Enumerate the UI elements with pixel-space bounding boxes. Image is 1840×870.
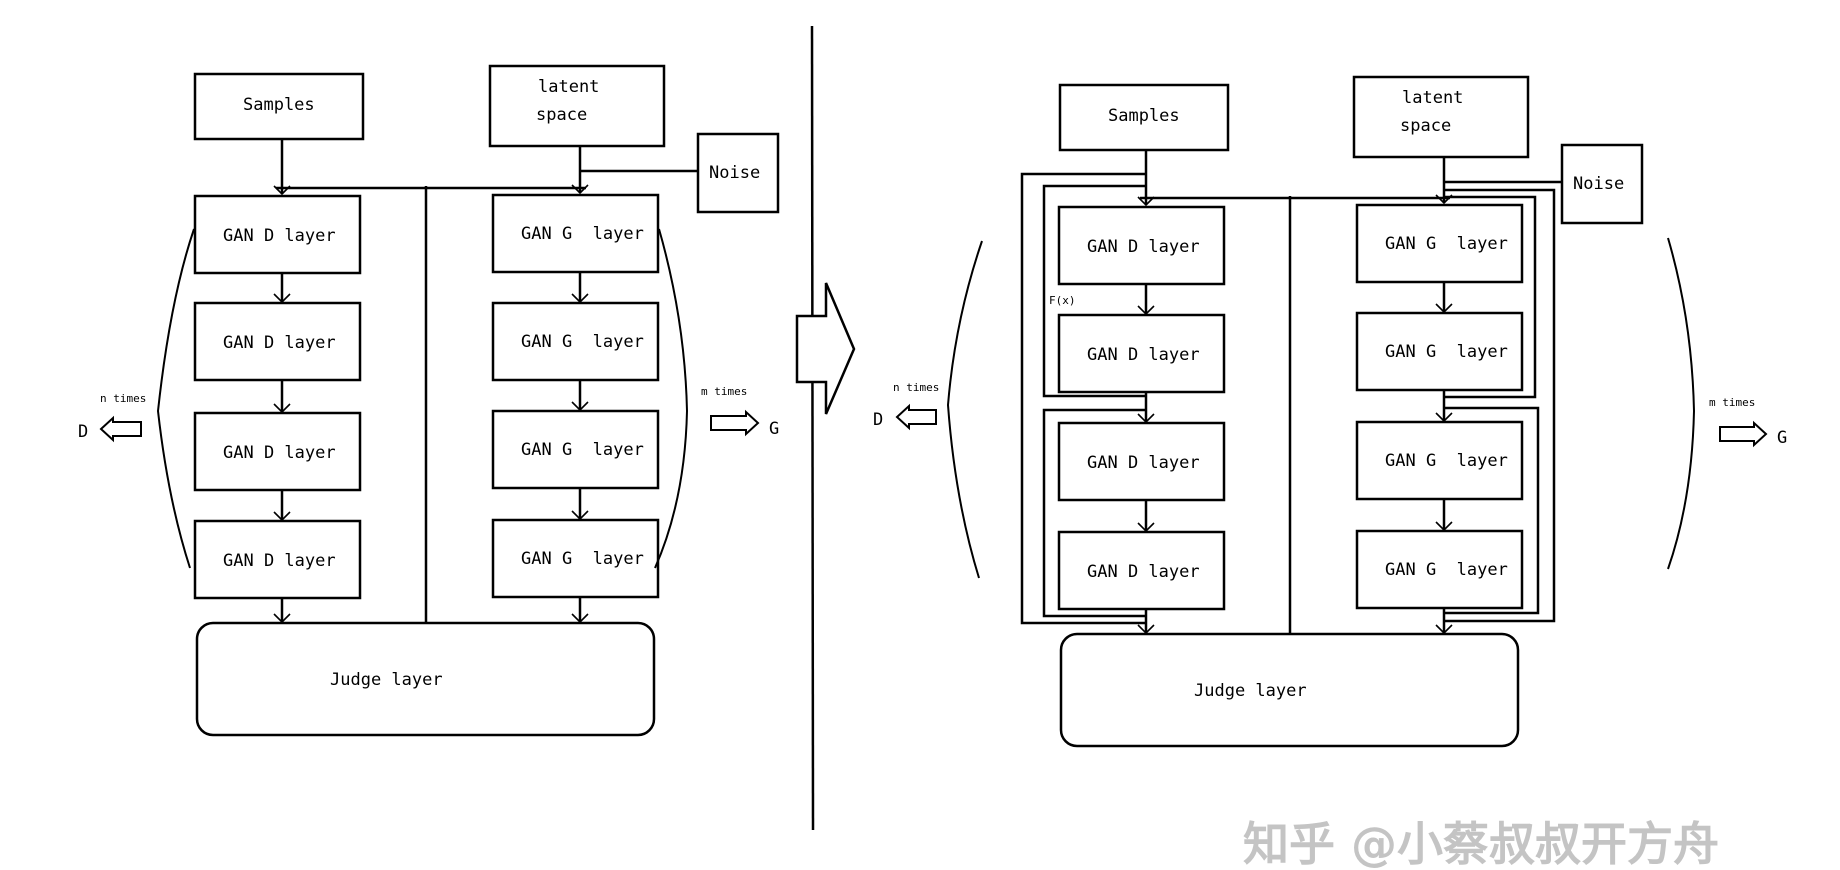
m-times-label: m times: [1709, 396, 1755, 409]
residual-skip-connection: [1042, 184, 1145, 398]
g-output-label: G: [769, 419, 779, 439]
latent-space-label-2: space: [536, 105, 587, 125]
gan-g-layer-box: [1355, 420, 1524, 501]
gan-g-layer-box: [1355, 203, 1524, 284]
gan-g-layer-box-label: GAN G layer: [521, 224, 644, 244]
residual-f-of-x-label: F(x): [1049, 294, 1076, 307]
samples-box: [193, 72, 365, 141]
gan-d-layer-box-label: GAN D layer: [1087, 562, 1200, 582]
gan-g-layer-box: [491, 518, 660, 599]
gan-g-layer-box-label: GAN G layer: [1385, 234, 1508, 254]
gan-g-layer-box-label: GAN G layer: [521, 549, 644, 569]
g-output-label: G: [1777, 428, 1787, 448]
gan-g-layer-box-label: GAN G layer: [1385, 560, 1508, 580]
gan-d-layer-box-label: GAN D layer: [223, 226, 336, 246]
residual-skip-connection: [1443, 188, 1556, 623]
n-times-label: n times: [893, 381, 939, 394]
judge-layer-box: [1059, 632, 1520, 748]
gan-g-layer-box: [491, 301, 660, 382]
gan-d-layer-box: [1057, 313, 1226, 394]
gan-d-layer-box: [193, 411, 362, 492]
samples-box: [1058, 83, 1230, 152]
residual-skip-connection: [1020, 172, 1145, 625]
latent-space-label-1: latent: [1402, 88, 1463, 108]
gan-d-layer-box-label: GAN D layer: [1087, 453, 1200, 473]
m-times-bracket: [654, 228, 689, 569]
g-output-arrow-icon: [710, 409, 760, 437]
panel-divider: [810, 25, 815, 831]
gan-d-layer-box-label: GAN D layer: [1087, 345, 1200, 365]
transform-arrow-icon: [795, 282, 856, 415]
judge-layer-box: [195, 621, 656, 737]
latent-space-label-2: space: [1400, 116, 1451, 136]
gan-d-layer-box: [1057, 205, 1226, 286]
n-times-label: n times: [100, 392, 146, 405]
gan-d-layer-box-label: GAN D layer: [223, 333, 336, 353]
latent-space-label-1: latent: [538, 77, 599, 97]
arrowhead-icon: [1137, 196, 1155, 207]
gan-d-layer-box: [1057, 530, 1226, 611]
latent-space-box: [1352, 75, 1530, 159]
gan-d-layer-box: [193, 519, 362, 600]
n-times-bracket: [946, 240, 983, 579]
gan-d-layer-box: [193, 301, 362, 382]
noise-box: [1560, 143, 1644, 225]
gan-g-layer-box-label: GAN G layer: [1385, 342, 1508, 362]
arrowhead-icon: [273, 185, 291, 196]
gan-g-layer-box: [1355, 311, 1524, 392]
noise-box: [696, 132, 780, 214]
d-output-arrow-icon: [895, 403, 937, 431]
gan-g-layer-box-label: GAN G layer: [521, 332, 644, 352]
gan-d-layer-box: [193, 194, 362, 275]
watermark: 知乎 @小蔡叔叔开方舟: [1243, 817, 1719, 870]
gan-d-layer-box-label: GAN D layer: [223, 443, 336, 463]
residual-skip-connection: [1042, 408, 1145, 618]
noise-box-label: Noise: [1573, 174, 1624, 194]
d-output-label: D: [78, 422, 88, 442]
gan-g-layer-box-label: GAN G layer: [1385, 451, 1508, 471]
gan-d-layer-box: [1057, 421, 1226, 502]
m-times-label: m times: [701, 385, 747, 398]
gan-g-layer-box: [1355, 529, 1524, 610]
residual-skip-connection: [1443, 195, 1537, 399]
residual-skip-connection: [1443, 406, 1540, 615]
judge-layer-label: Judge layer: [1194, 681, 1307, 701]
noise-box-label: Noise: [709, 163, 760, 183]
gan-g-layer-box-label: GAN G layer: [521, 440, 644, 460]
judge-layer-label: Judge layer: [330, 670, 443, 690]
g-output-arrow-icon: [1719, 420, 1768, 448]
gan-g-layer-box: [491, 409, 660, 490]
gan-d-layer-box-label: GAN D layer: [223, 551, 336, 571]
gan-g-layer-box: [491, 193, 660, 274]
gan-d-layer-box-label: GAN D layer: [1087, 237, 1200, 257]
d-output-arrow-icon: [99, 415, 142, 443]
n-times-bracket: [156, 228, 195, 569]
m-times-bracket: [1667, 237, 1696, 570]
latent-space-box: [488, 64, 666, 148]
samples-box-label: Samples: [1108, 106, 1180, 126]
d-output-label: D: [873, 410, 883, 430]
samples-box-label: Samples: [243, 95, 315, 115]
arrowhead-icon: [571, 184, 589, 195]
